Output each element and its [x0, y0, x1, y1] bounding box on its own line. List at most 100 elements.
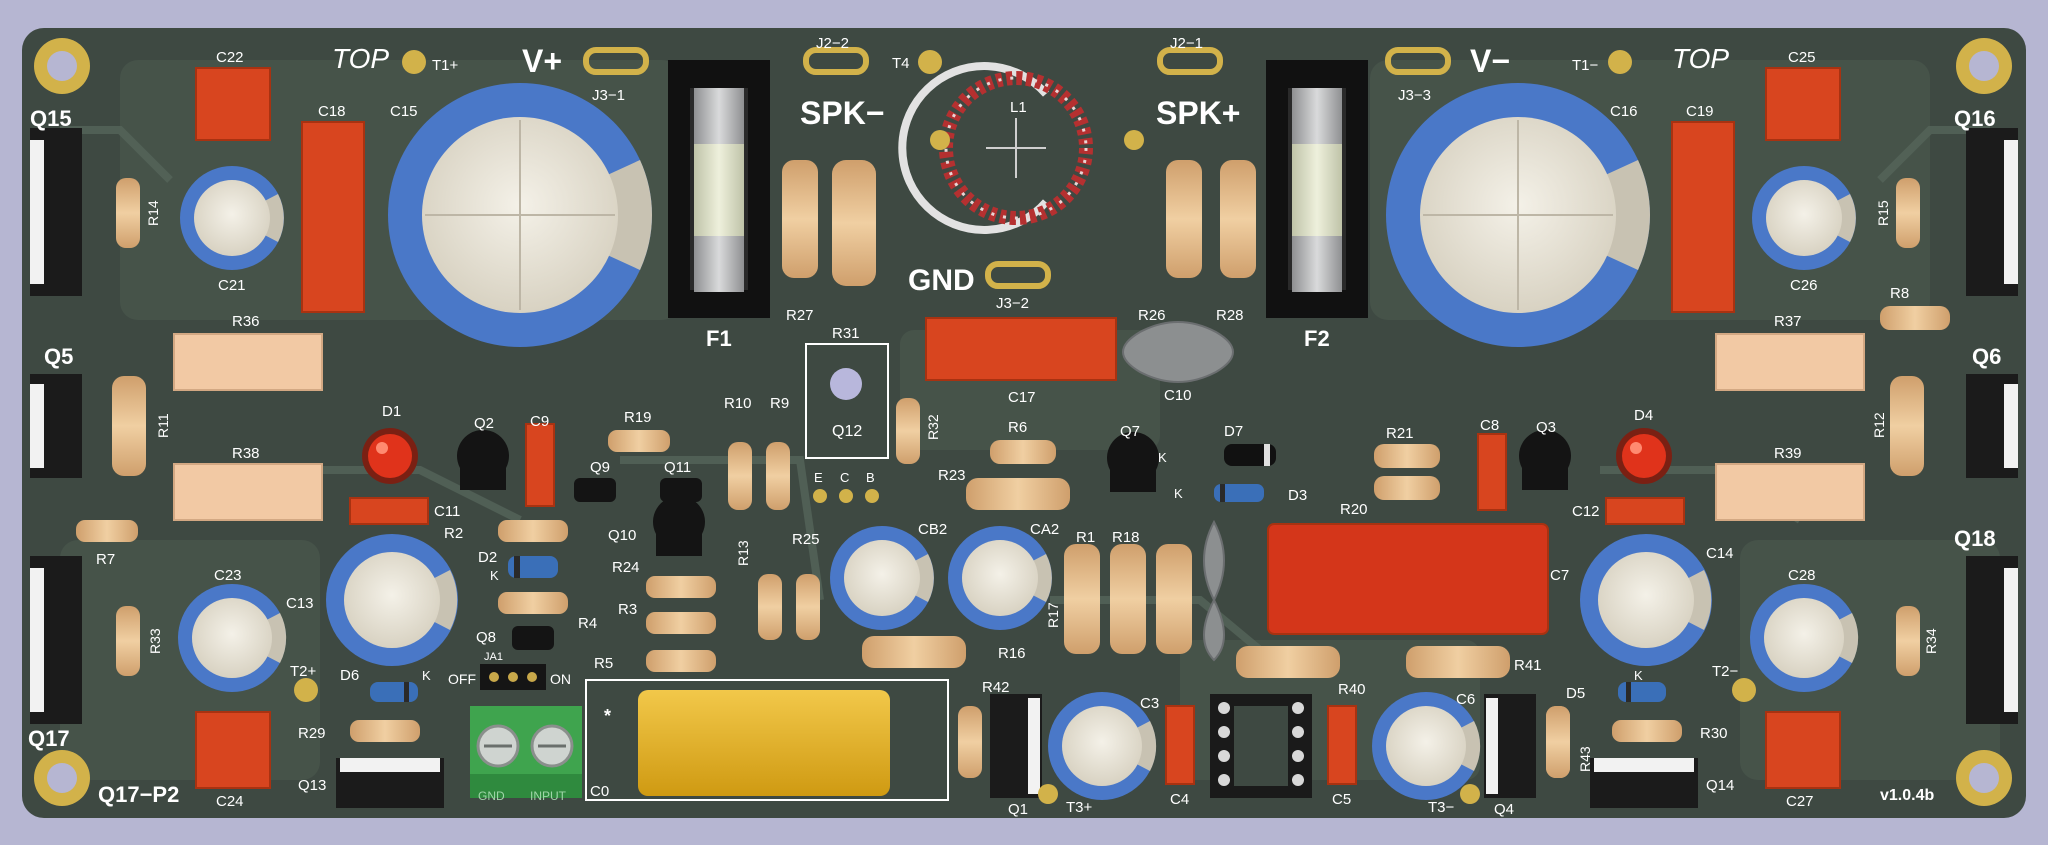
ref-cb2: CB2: [918, 521, 947, 538]
ref-c24: C24: [216, 793, 244, 810]
ref-q4: Q4: [1494, 801, 1514, 818]
ref-d3: D3: [1288, 487, 1307, 504]
ref-r20: R20: [1340, 501, 1368, 518]
ref-r31: R31: [832, 325, 860, 342]
ref-d7: D7: [1224, 423, 1243, 440]
ref-c12: C12: [1572, 503, 1600, 520]
ref-r8: R8: [1890, 285, 1909, 302]
c0-star: *: [604, 706, 611, 726]
ref-r9: R9: [770, 395, 789, 412]
ceramic-caps: [1122, 321, 1234, 662]
ref-r2: R2: [444, 525, 463, 542]
ref-c27: C27: [1786, 793, 1814, 810]
d5-k: K: [1634, 668, 1643, 683]
ref-r37: R37: [1774, 313, 1802, 330]
ref-c28: C28: [1788, 567, 1816, 584]
ref-c9: C9: [530, 413, 549, 430]
q12-outline: [805, 343, 889, 459]
d3-k: K: [1174, 486, 1183, 501]
ref-j3-3: J3−3: [1398, 87, 1431, 104]
power-transistors: [30, 128, 2018, 808]
ref-t1plus: T1+: [432, 57, 459, 74]
ref-c14: C14: [1706, 545, 1734, 562]
ref-j3-1: J3−1: [592, 87, 625, 104]
ref-c18: C18: [318, 103, 346, 120]
ref-r29: R29: [298, 725, 326, 742]
jumpers: [480, 47, 1451, 690]
ref-r25: R25: [792, 531, 820, 548]
ref-q18: Q18: [1954, 526, 1996, 551]
ref-q15: Q15: [30, 106, 72, 131]
ref-ca2: CA2: [1030, 521, 1059, 538]
ref-q1: Q1: [1008, 801, 1028, 818]
ref-r21: R21: [1386, 425, 1414, 442]
ref-t2plus: T2+: [290, 663, 317, 680]
ref-q2: Q2: [474, 415, 494, 432]
ref-r33: R33: [147, 628, 163, 654]
ref-q9: Q9: [590, 459, 610, 476]
ref-r1: R1: [1076, 529, 1095, 546]
ref-r14: R14: [145, 200, 161, 226]
ref-f2: F2: [1304, 326, 1330, 351]
d2-k: K: [490, 568, 499, 583]
ref-d5: D5: [1566, 685, 1585, 702]
ref-c0: C0: [590, 783, 609, 800]
ref-q3: Q3: [1536, 419, 1556, 436]
ref-c15: C15: [390, 103, 418, 120]
ref-l1: L1: [1010, 99, 1027, 116]
q12-b: B: [866, 470, 875, 485]
small-transistors: [457, 429, 1571, 650]
film-capacitor-c0: [638, 690, 890, 796]
ref-c21: C21: [218, 277, 246, 294]
ref-q12: Q12: [832, 423, 862, 440]
ref-c26: C26: [1790, 277, 1818, 294]
ref-j2-1: J2−1: [1170, 35, 1203, 52]
ref-r19: R19: [624, 409, 652, 426]
axial-resistors: [76, 160, 1950, 778]
ref-r3: R3: [618, 601, 637, 618]
c0-outline: [585, 679, 949, 801]
ref-r18: R18: [1112, 529, 1140, 546]
fuses: [668, 60, 1368, 318]
ref-c16: C16: [1610, 103, 1638, 120]
ref-r26: R26: [1138, 307, 1166, 324]
silk-ja1: JA1: [484, 651, 503, 663]
silk-off: OFF: [448, 671, 476, 687]
ref-c6: C6: [1456, 691, 1475, 708]
ref-r11: R11: [155, 413, 171, 438]
ref-r24: R24: [612, 559, 640, 576]
silk-spk-minus: SPK−: [800, 95, 884, 131]
d6-k: K: [422, 668, 431, 683]
test-points: [294, 50, 1756, 804]
ref-r38: R38: [232, 445, 260, 462]
box-capacitors: [195, 67, 1841, 789]
ref-d6: D6: [340, 667, 359, 684]
ref-t4: T4: [892, 55, 910, 72]
ref-q5: Q5: [44, 344, 73, 369]
ref-q8: Q8: [476, 629, 496, 646]
ref-c23: C23: [214, 567, 242, 584]
ref-q16: Q16: [1954, 106, 1996, 131]
ref-r39: R39: [1774, 445, 1802, 462]
ref-r10: R10: [724, 395, 752, 412]
ref-r43: R43: [1577, 746, 1593, 772]
terminal-block: [470, 706, 582, 798]
ref-r28: R28: [1216, 307, 1244, 324]
mounting-holes: [34, 38, 2012, 806]
q12-hole: [830, 368, 862, 400]
ref-r30: R30: [1700, 725, 1728, 742]
silk-top-right: TOP: [1672, 43, 1729, 74]
ref-r13: R13: [735, 540, 751, 566]
inductor-l1: [898, 62, 1144, 234]
silk-on: ON: [550, 671, 571, 687]
small-electrolytics: [178, 166, 1859, 800]
silk-vminus: V−: [1470, 43, 1510, 79]
ref-c22: C22: [216, 49, 244, 66]
ref-q13: Q13: [298, 777, 326, 794]
ref-r42: R42: [982, 679, 1010, 696]
ref-c3: C3: [1140, 695, 1159, 712]
ref-r40: R40: [1338, 681, 1366, 698]
ref-r41: R41: [1514, 657, 1542, 674]
ref-r17: R17: [1045, 602, 1061, 628]
